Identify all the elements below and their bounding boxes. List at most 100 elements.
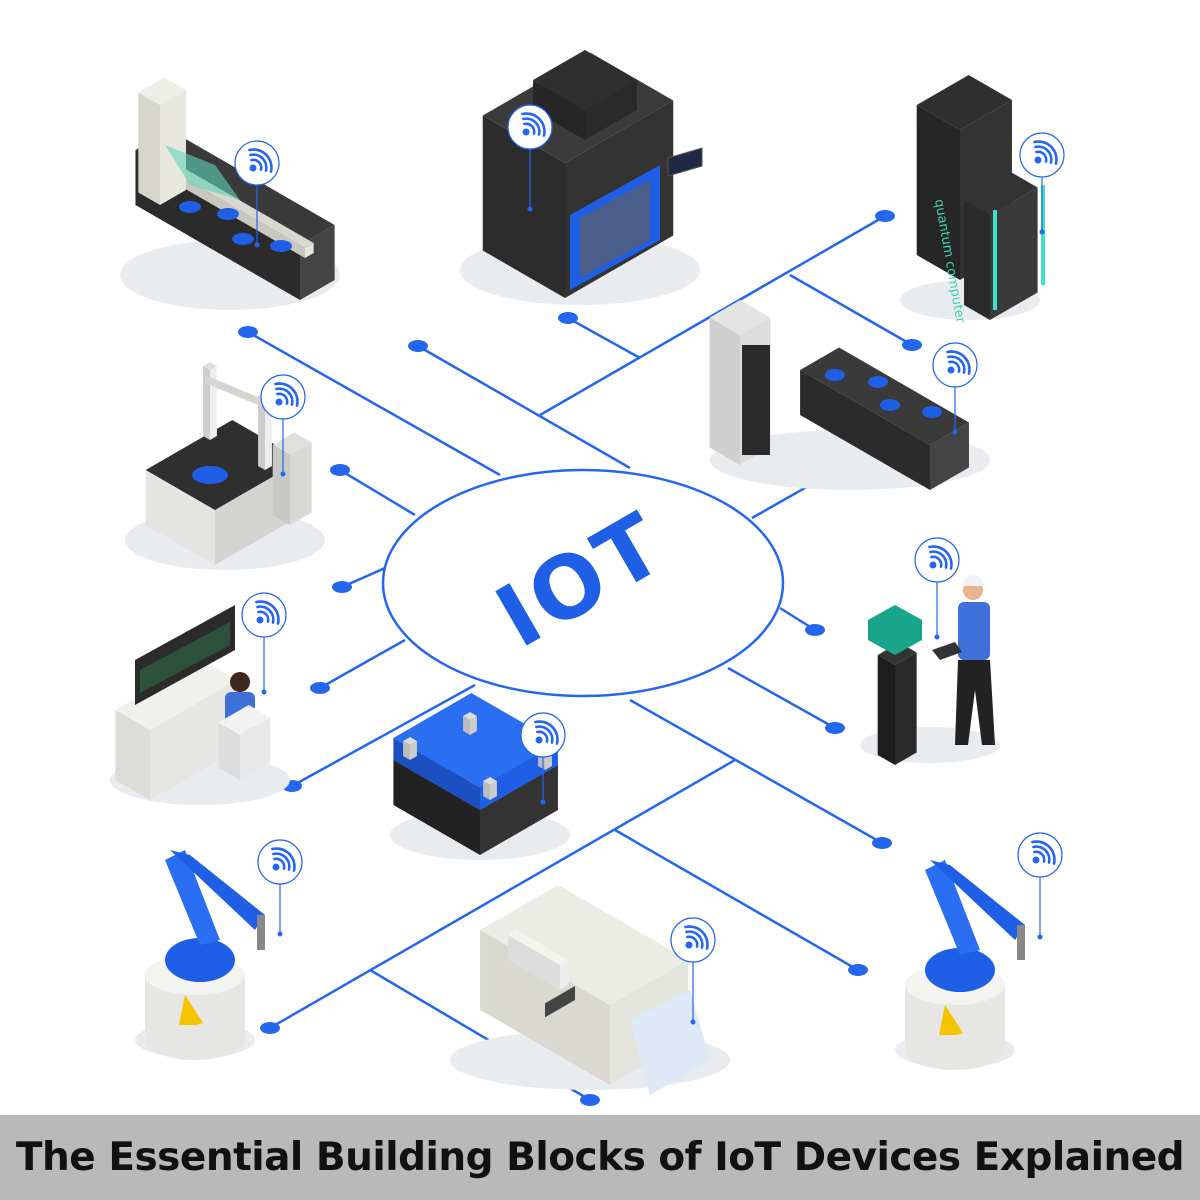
- box-face: [508, 935, 560, 990]
- connection-line: [269, 758, 736, 1030]
- wifi-dot: [535, 736, 543, 744]
- wifi-badge: [241, 592, 287, 638]
- robot-arm: [165, 850, 220, 945]
- box-face: [800, 370, 930, 490]
- box-face: [877, 655, 895, 765]
- wifi-anchor: [690, 1019, 696, 1025]
- box-face: [895, 652, 917, 765]
- connection-node: [580, 1094, 600, 1106]
- wifi-badge: [507, 104, 553, 150]
- connection-node: [408, 340, 428, 352]
- wifi-anchor: [1039, 229, 1045, 235]
- robot-tool: [1017, 925, 1025, 960]
- caption-bar: The Essential Building Blocks of IoT Dev…: [0, 1115, 1200, 1200]
- connection-line: [629, 698, 883, 845]
- wifi-dot: [256, 616, 264, 624]
- wifi-anchor: [1037, 934, 1043, 940]
- box-face: [218, 705, 271, 735]
- connection-node: [902, 339, 922, 351]
- printer-window: [580, 180, 650, 278]
- box-face: [218, 722, 240, 780]
- worker-shirt: [958, 602, 990, 660]
- connection-node: [872, 837, 892, 849]
- wifi-arc: [273, 857, 286, 870]
- box-face: [203, 366, 210, 440]
- box-face: [560, 960, 569, 990]
- worker-pants: [955, 660, 995, 745]
- wifi-anchor: [254, 242, 260, 248]
- box-face: [482, 115, 565, 298]
- connection-node: [805, 624, 825, 636]
- box-face: [964, 172, 1038, 215]
- control-room-operator: [110, 605, 290, 805]
- robot-arm-right: [895, 860, 1025, 1070]
- connection-node: [848, 964, 868, 976]
- connection-line: [614, 828, 859, 972]
- box-face: [410, 741, 417, 760]
- wifi-arc: [534, 720, 559, 745]
- wifi-icons: [234, 104, 1065, 1025]
- iot-hub: IOT: [381, 468, 785, 698]
- gear-part: [825, 369, 845, 381]
- connection-node: [875, 210, 895, 222]
- connection-node: [310, 682, 330, 694]
- box-face: [115, 710, 150, 800]
- pcb-printing-machine: [450, 885, 730, 1095]
- automated-guided-vehicle: [390, 693, 570, 860]
- wifi-badge: [1019, 132, 1065, 178]
- wifi-arc: [946, 350, 971, 375]
- server-rack-conveyor: [709, 300, 990, 490]
- box-face: [533, 50, 637, 110]
- box-face: [483, 777, 497, 785]
- wifi-arc: [684, 925, 709, 950]
- wifi-icon: [932, 342, 978, 435]
- gear-part: [217, 208, 239, 220]
- box-face: [916, 105, 960, 280]
- wifi-arc: [685, 930, 704, 949]
- wifi-icon: [914, 537, 960, 640]
- robot-base: [905, 1030, 1005, 1070]
- coordinate-measuring-machine: [125, 362, 325, 570]
- wifi-arc: [521, 112, 546, 137]
- wifi-anchor: [527, 206, 533, 212]
- wifi-icon: [241, 592, 287, 695]
- box-face: [145, 470, 215, 565]
- box-face: [203, 362, 217, 370]
- box-face: [483, 781, 490, 800]
- wifi-arc: [535, 725, 554, 744]
- wifi-anchor: [261, 689, 267, 695]
- wifi-arc: [522, 117, 541, 136]
- box-face: [709, 317, 740, 465]
- wifi-arc: [271, 847, 296, 872]
- box-face: [490, 781, 497, 800]
- box-face: [258, 396, 265, 470]
- wifi-arc: [947, 355, 966, 374]
- scanner-beam: [165, 145, 240, 200]
- box-face: [272, 445, 290, 525]
- gear-part: [270, 240, 292, 252]
- wifi-arc: [250, 158, 263, 171]
- connection-node: [330, 464, 350, 476]
- operator-head: [230, 672, 250, 692]
- iot-network-diagram: IOT quantum computer: [110, 50, 1065, 1106]
- wifi-arc: [1033, 850, 1046, 863]
- wifi-arc: [249, 153, 268, 172]
- connection-node: [332, 581, 352, 593]
- box-face: [463, 716, 470, 735]
- server-panel: [742, 345, 770, 455]
- connection-line: [727, 666, 836, 730]
- box-face: [470, 716, 477, 735]
- wifi-icon: [1019, 132, 1065, 235]
- wifi-icon: [1017, 832, 1063, 940]
- hard-hat: [962, 575, 984, 586]
- gear-part: [232, 233, 254, 245]
- connection-node: [238, 326, 258, 338]
- connection-line: [417, 344, 631, 470]
- wifi-arc: [274, 382, 299, 407]
- monitor-screens: [140, 622, 230, 693]
- wifi-arc: [275, 387, 294, 406]
- wifi-arc: [1032, 845, 1051, 864]
- connection-node: [825, 722, 845, 734]
- warning-sign: [179, 995, 203, 1025]
- robot-arm-left: [135, 850, 265, 1060]
